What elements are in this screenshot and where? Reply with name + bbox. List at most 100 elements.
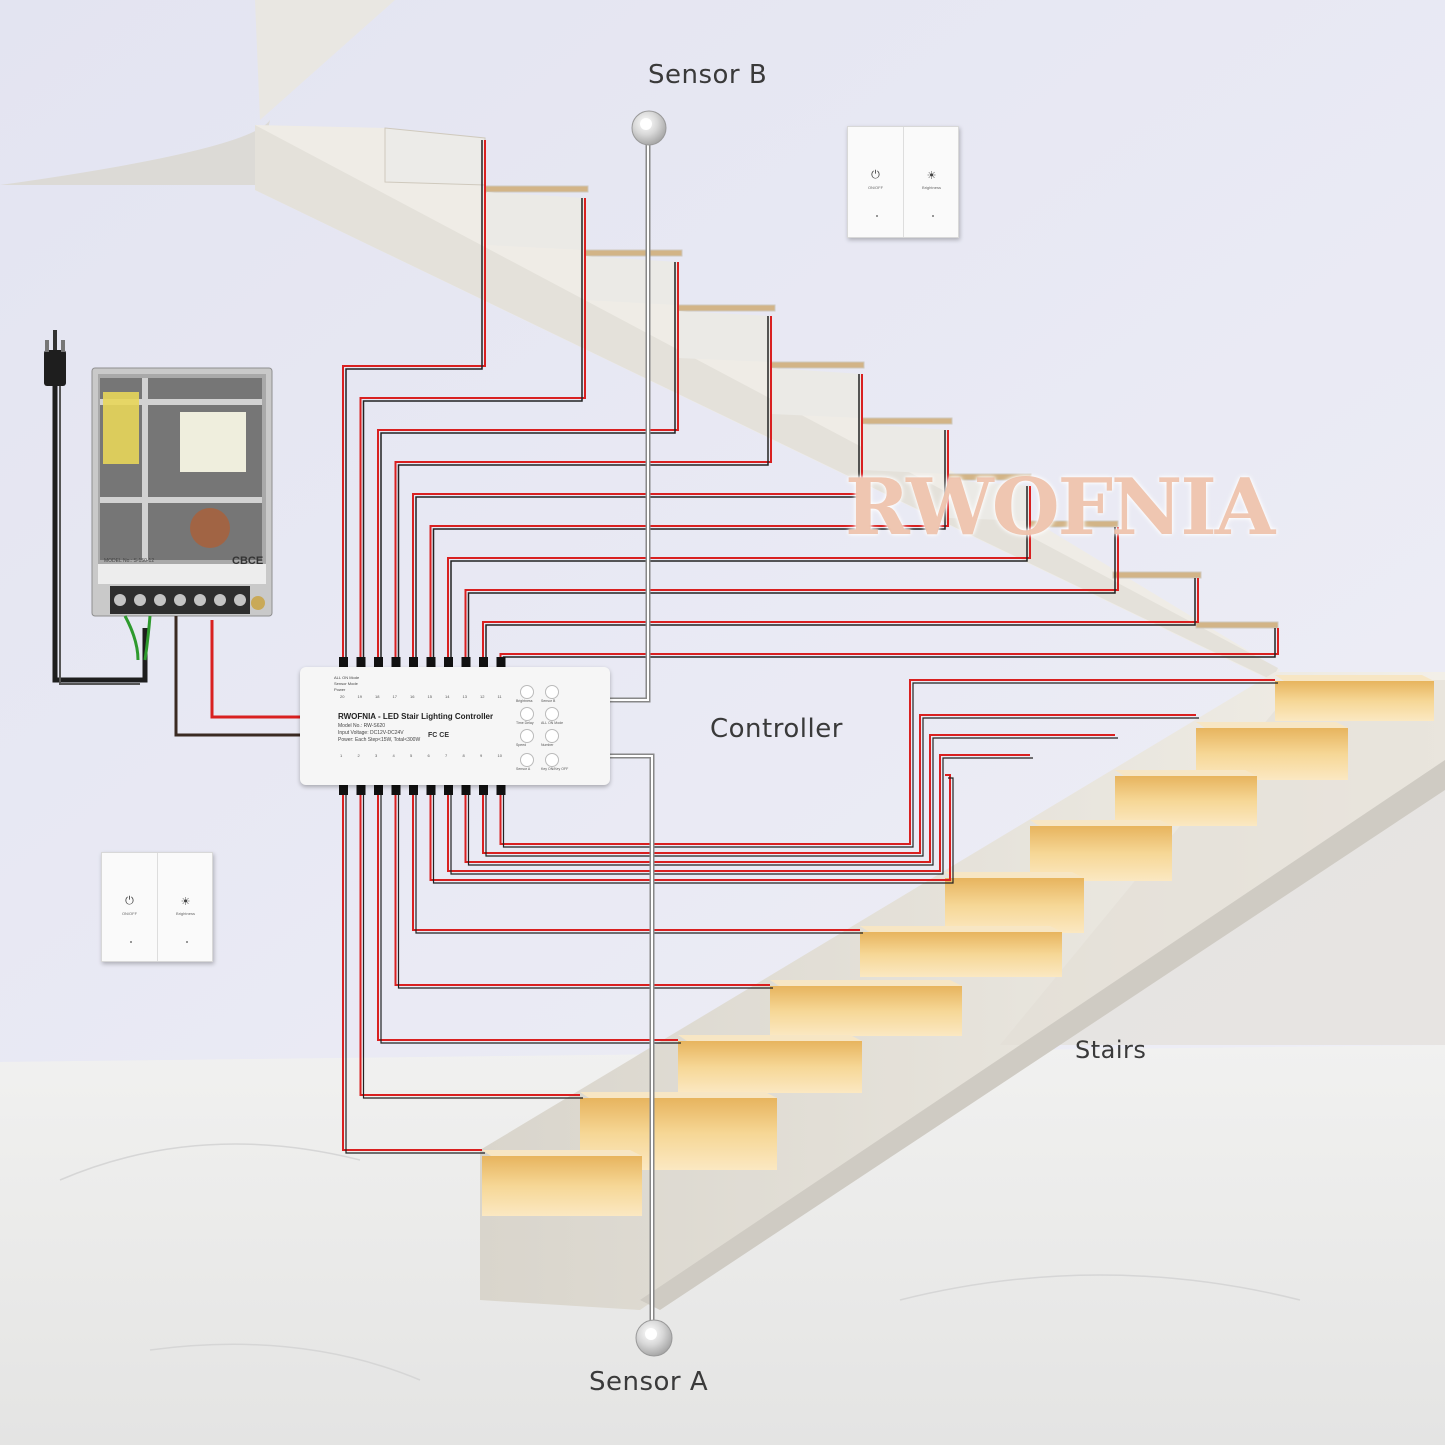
wire-red — [464, 734, 1115, 863]
connector-top — [339, 657, 348, 667]
switch-left-label: ON/OFF — [121, 911, 138, 916]
sensor-a-device — [635, 1319, 673, 1357]
connector-bottom — [426, 785, 436, 795]
controller-button[interactable] — [520, 729, 534, 743]
wire-black — [345, 140, 483, 660]
channel-number: 3 — [375, 753, 378, 758]
connector-top — [391, 657, 401, 667]
controller-button-label: ALL ON Mode — [541, 721, 564, 725]
wire-black — [362, 788, 583, 1099]
sun-icon: ☀ — [180, 896, 191, 908]
wire-red — [429, 430, 949, 660]
connector-bottom — [356, 785, 366, 795]
connector-bottom — [391, 785, 401, 795]
connector-bottom — [461, 785, 471, 795]
switch-right-label: Brightness — [922, 185, 941, 190]
connector-top — [444, 657, 453, 667]
wire-black — [415, 788, 863, 934]
controller-input: Input Voltage: DC12V-DC24V — [338, 730, 404, 736]
sensor-b-device — [631, 110, 667, 146]
controller-button-label: Speed — [516, 743, 527, 747]
connector-bottom — [374, 785, 383, 795]
connector-top — [461, 657, 471, 667]
wire-black — [450, 757, 1033, 875]
wires-upper — [339, 140, 1279, 667]
controller-button[interactable] — [520, 753, 534, 767]
wire-red — [377, 785, 678, 1041]
channel-number: 16 — [410, 694, 415, 699]
wire-positive — [210, 620, 302, 719]
connector-top — [496, 657, 506, 667]
channel-number: 2 — [357, 753, 360, 758]
wire-black — [380, 788, 681, 1044]
wire-red — [464, 527, 1119, 660]
sensor-b-label: Sensor B — [648, 60, 768, 90]
connector-top — [409, 657, 418, 667]
wire-black — [415, 374, 860, 660]
wire-red — [342, 785, 482, 1151]
switch-left-half[interactable]: ⏻ ON/OFF — [848, 127, 903, 237]
wire-black — [502, 682, 1278, 848]
channel-number: 17 — [392, 694, 397, 699]
wall-switch-top[interactable]: ⏻ ON/OFF ☀ Brightness — [847, 126, 959, 238]
stairs-label: Stairs — [1075, 1036, 1147, 1064]
channel-number: 5 — [410, 753, 413, 758]
controller-power: Power: Each Step<15W, Total<300W — [338, 737, 421, 743]
wire-negative — [174, 616, 302, 737]
channel-number: 18 — [375, 694, 380, 699]
sensor-b-wire — [606, 140, 651, 703]
step-riser-light — [1275, 681, 1434, 721]
wire-red — [394, 785, 770, 986]
controller-button[interactable] — [520, 685, 534, 699]
power-icon: ⏻ — [871, 169, 880, 181]
psu-cert: CBCE — [232, 555, 264, 567]
step-riser-light — [1030, 826, 1172, 881]
step-riser-light — [482, 1156, 642, 1216]
controller-box: RWOFNIA - LED Stair Lighting Controller … — [300, 667, 610, 785]
wire-red — [359, 785, 580, 1096]
channel-number: 14 — [445, 694, 450, 699]
wire-black — [467, 737, 1118, 866]
wire-red — [429, 774, 951, 881]
wire-black — [380, 262, 676, 660]
connector-bottom — [496, 785, 506, 795]
channel-number: 8 — [462, 753, 465, 758]
controller-model: Model No.: RW-S620 — [338, 723, 386, 729]
controller-button[interactable] — [520, 707, 534, 721]
wire-black — [345, 788, 485, 1154]
connector-bottom — [339, 785, 348, 795]
switch-right-half[interactable]: ☀ Brightness — [157, 853, 213, 961]
connector-bottom — [409, 785, 418, 795]
wire-black — [432, 430, 946, 660]
wire-black — [467, 527, 1116, 660]
channel-number: 19 — [357, 694, 362, 699]
step-riser-light — [945, 878, 1084, 933]
controller-button[interactable] — [545, 685, 559, 699]
wire-black — [450, 486, 1028, 660]
wire-red — [359, 198, 586, 660]
channel-number: 7 — [445, 753, 448, 758]
wire-red — [447, 486, 1031, 660]
step-riser-light — [860, 932, 1062, 977]
wall-switch-bottom[interactable]: ⏻ ON/OFF ☀ Brightness — [101, 852, 213, 962]
sensor-a-wire — [606, 753, 655, 1330]
channel-number: 11 — [497, 694, 502, 699]
controller-button[interactable] — [545, 707, 559, 721]
controller-button-label: Brightness — [516, 699, 533, 703]
wire-red — [499, 679, 1275, 845]
channel-number: 20 — [340, 694, 345, 699]
controller-title: RWOFNIA - LED Stair Lighting Controller — [338, 712, 494, 721]
channel-number: 13 — [462, 694, 467, 699]
controller-button-label: Key ON/Key OFF — [541, 767, 569, 771]
switch-left-half[interactable]: ⏻ ON/OFF — [102, 853, 157, 961]
controller-button[interactable] — [545, 753, 559, 767]
wire-black — [397, 316, 769, 660]
controller-label: Controller — [710, 714, 843, 744]
channel-number: 12 — [480, 694, 485, 699]
switch-right-half[interactable]: ☀ Brightness — [903, 127, 959, 237]
connector-top — [426, 657, 436, 667]
connector-bottom — [479, 785, 488, 795]
indicator-power: Power — [334, 687, 346, 692]
controller-button[interactable] — [545, 729, 559, 743]
step-riser-light — [1115, 776, 1257, 826]
